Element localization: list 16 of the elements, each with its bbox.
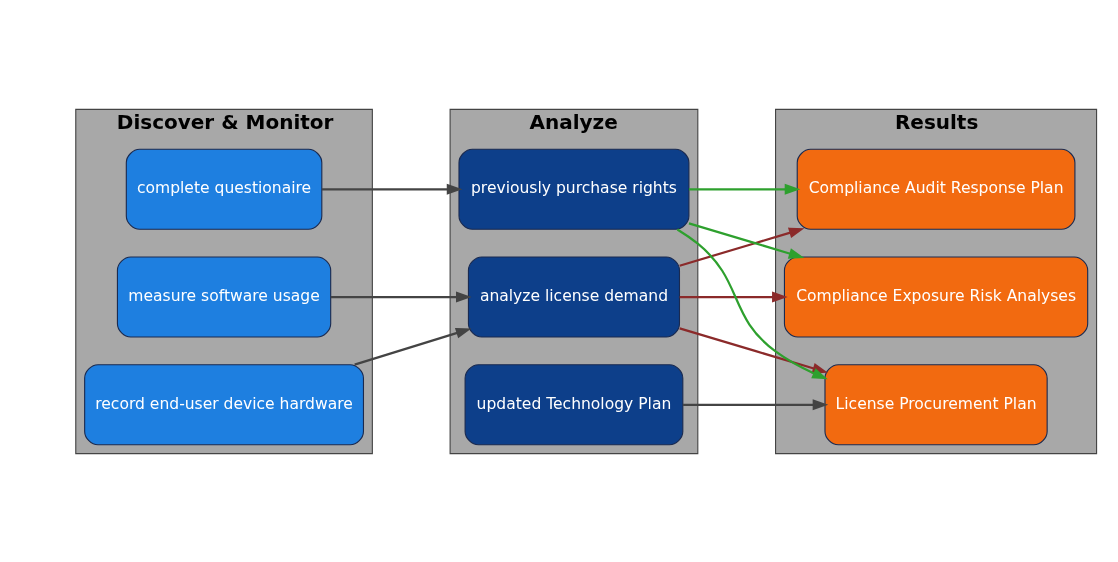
arrow (679, 227, 805, 267)
arrow (330, 291, 472, 302)
node-box: Compliance Exposure Risk Analyses (783, 256, 1089, 338)
node-box: record end-user device hardware (84, 363, 364, 445)
arrow (679, 291, 788, 302)
node-box: analyze license demand (467, 256, 681, 338)
node-box: Compliance Audit Response Plan (796, 148, 1076, 230)
arrow (683, 398, 829, 410)
arrow (322, 183, 463, 195)
node-box: License Procurement Plan (824, 363, 1048, 445)
node-box: updated Technology Plan (464, 363, 684, 445)
node-box: complete questionaire (125, 148, 323, 230)
arrow (688, 221, 805, 259)
arrow (688, 183, 801, 195)
node-box: measure software usage (116, 256, 332, 338)
node-box: previously purchase rights (458, 148, 690, 230)
